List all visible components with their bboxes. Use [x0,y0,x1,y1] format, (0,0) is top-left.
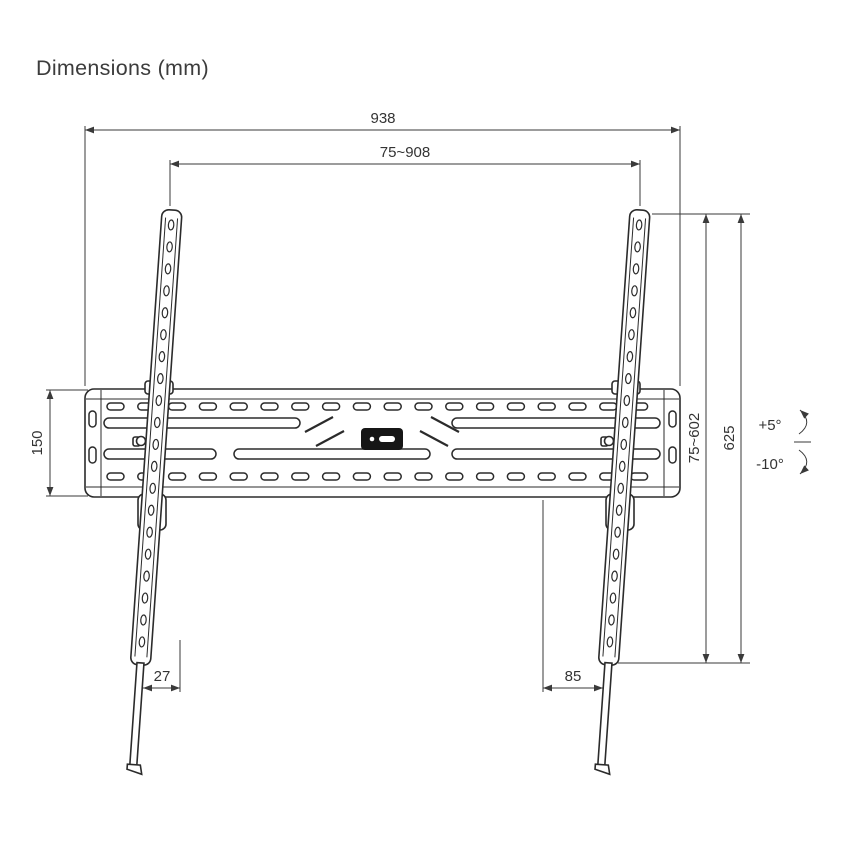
dim-mount-height-group: 75~602 [618,213,750,664]
tilt-up-arrow [798,409,809,435]
wall-plate [84,388,681,498]
left-bracket-arm [126,208,183,776]
dim-bracket-height-group: 625 [721,214,745,663]
right-bracket-arm [594,208,651,776]
dim-bottom-right-offset-label: 85 [565,668,582,685]
level-indicator [361,428,403,450]
dim-overall-width-label: 938 [370,110,395,127]
left-arm-holes [138,219,175,648]
dim-bottom-left-offset-label: 27 [154,668,171,685]
right-arm-holes [606,219,643,648]
dim-mount-width-label: 75~908 [380,144,430,161]
dim-plate-height-group: 150 [29,389,88,497]
page-title: Dimensions (mm) [36,56,209,80]
dim-overall-width-group: 938 [84,110,681,386]
plate-slot-row-top [106,402,649,411]
plate-accent-lines [304,416,460,447]
dim-mount-width-group: 75~908 [169,144,641,206]
tilt-up-label: +5° [758,417,781,434]
tilt-down-label: -10° [756,456,784,473]
dim-bottom-left-offset-group: 27 [143,640,181,692]
tilt-annotation-group: +5° -10° [756,409,811,475]
dim-plate-height-label: 150 [29,430,46,455]
dim-bracket-height-label: 625 [721,425,738,450]
dim-mount-height-label: 75~602 [686,413,703,463]
dimension-annotations: 938 75~908 150 75~602 625 +5° -10° [29,110,811,692]
dim-bottom-right-offset-group: 85 [542,500,603,692]
tilt-down-arrow [798,449,809,475]
